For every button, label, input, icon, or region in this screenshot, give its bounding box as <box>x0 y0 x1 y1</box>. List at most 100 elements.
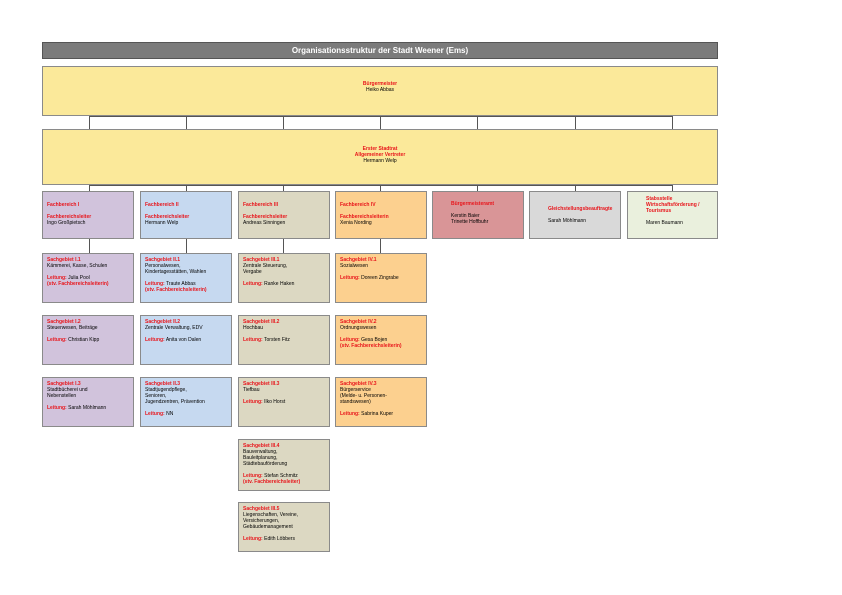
section-lead: Leitung: NN <box>145 411 174 417</box>
department-title: Fachbereich IV <box>340 202 376 208</box>
section-title: Sachgebiet II.3 <box>145 381 181 387</box>
section-desc: Stadtjugendpflege, Senioren, Jugendzentr… <box>145 387 205 405</box>
department-title: Fachbereich III <box>243 202 279 208</box>
section-lead-extra: (stv. Fachbereichsleiterin) <box>145 287 207 293</box>
staff-name: Trinette Hoffbuhr <box>451 219 489 225</box>
section-box-s1-1: Sachgebiet I.1 Kämmerei, Kasse, Schulen … <box>42 253 134 303</box>
section-desc: Tiefbau <box>243 387 260 393</box>
section-title: Sachgebiet I.3 <box>47 381 81 387</box>
department-title: Fachbereich I <box>47 202 80 208</box>
deputy-role-general: Allgemeiner Vertreter <box>354 152 406 158</box>
section-lead: Leitung: Torsten Fitz <box>243 337 290 343</box>
section-title: Sachgebiet III.1 <box>243 257 280 263</box>
section-box-s1-2: Sachgebiet I.2 Steuerwesen, Beiträge Lei… <box>42 315 134 365</box>
department-title: Stabsstelle <box>646 196 673 202</box>
section-desc: Ordnungswesen <box>340 325 377 331</box>
department-lead-name: Ingo Großpietsch <box>47 220 86 226</box>
mayor-name: Heiko Abbas <box>365 87 395 93</box>
section-box-s2-1: Sachgebiet II.1 Personalwesen, Kindertag… <box>140 253 232 303</box>
section-title: Sachgebiet III.2 <box>243 319 280 325</box>
section-title: Sachgebiet II.1 <box>145 257 181 263</box>
department-box-fb1: Fachbereich I Fachbereichsleiter Ingo Gr… <box>42 191 134 239</box>
department-lead-role: Fachbereichsleiterin <box>340 214 389 220</box>
section-title: Sachgebiet I.1 <box>47 257 81 263</box>
section-lead: Leitung: Gesa Bojen <box>340 337 388 343</box>
section-box-s3-3: Sachgebiet III.3 Tiefbau Leitung: Ilko H… <box>238 377 330 427</box>
connector-line <box>186 185 187 191</box>
section-desc: Bauverwaltung, Bauleitplanung, Städtebau… <box>243 449 288 467</box>
section-lead: Leitung: Edith Löbbers <box>243 536 295 542</box>
connector-line <box>89 239 90 253</box>
connector-line <box>672 116 673 129</box>
section-lead: Leitung: Sarah Möhlmann <box>47 405 107 411</box>
section-desc: Liegenschaften, Vereine, Versicherungen,… <box>243 512 299 530</box>
department-box-fb3: Fachbereich III Fachbereichsleiter Andre… <box>238 191 330 239</box>
section-title: Sachgebiet II.2 <box>145 319 181 325</box>
section-lead-extra: (stv. Fachbereichsleiter) <box>243 479 301 485</box>
department-title: Bürgermeisteramt <box>451 201 495 207</box>
section-lead-extra: (stv. Fachbereichsleiterin) <box>47 281 109 287</box>
section-lead-extra: (stv. Fachbereichsleiterin) <box>340 343 402 349</box>
department-lead-name: Xenia Nording <box>340 220 372 226</box>
section-lead: Leitung: Christian Kipp <box>47 337 100 343</box>
section-box-s2-3: Sachgebiet II.3 Stadtjugendpflege, Senio… <box>140 377 232 427</box>
connector-line <box>283 185 284 191</box>
section-box-s2-2: Sachgebiet II.2 Zentrale Verwaltung, EDV… <box>140 315 232 365</box>
connector-line <box>672 185 673 191</box>
section-desc: Zentrale Verwaltung, EDV <box>145 325 203 331</box>
section-title: Sachgebiet IV.2 <box>340 319 377 325</box>
connector-line <box>380 116 381 129</box>
connector-line <box>380 239 381 253</box>
section-lead: Leitung: Ranke Haken <box>243 281 295 287</box>
deputy-role: Erster Stadtrat <box>362 146 398 152</box>
section-title: Sachgebiet IV.1 <box>340 257 377 263</box>
mayor-role: Bürgermeister <box>362 81 398 87</box>
section-desc: Steuerwesen, Beiträge <box>47 325 98 331</box>
org-chart-title: Organisationsstruktur der Stadt Weener (… <box>42 42 718 59</box>
staff-name: Maren Baumann <box>646 220 683 226</box>
connector-line <box>283 116 284 129</box>
connector-line <box>575 185 576 191</box>
deputy-name: Hermann Welp <box>363 158 397 164</box>
department-title: Fachbereich II <box>145 202 179 208</box>
section-box-s3-2: Sachgebiet III.2 Hochbau Leitung: Torste… <box>238 315 330 365</box>
section-title: Sachgebiet III.5 <box>243 506 280 512</box>
section-desc: Zentrale Steuerung, Vergabe <box>243 263 288 275</box>
connector-line <box>380 185 381 191</box>
section-title: Sachgebiet I.2 <box>47 319 81 325</box>
mayor-office-box: Bürgermeisteramt Kerstin Baier Trinette … <box>432 191 524 239</box>
connector-line <box>89 185 90 191</box>
department-lead-name: Hermann Welp <box>145 220 179 226</box>
section-lead: Leitung: Anita von Dalen <box>145 337 202 343</box>
section-lead: Leitung: Doreen Zingrabe <box>340 275 399 281</box>
connector-line <box>477 185 478 191</box>
department-lead-role: Fachbereichsleiter <box>145 214 190 220</box>
section-box-s4-1: Sachgebiet IV.1 Sozialwesen Leitung: Dor… <box>335 253 427 303</box>
section-box-s3-4: Sachgebiet III.4 Bauverwaltung, Bauleitp… <box>238 439 330 491</box>
section-box-s3-5: Sachgebiet III.5 Liegenschaften, Vereine… <box>238 502 330 552</box>
section-desc: Stadtbücherei und Nebenstellen <box>47 387 88 399</box>
section-desc: Bürgerservice (Melde- u. Personen- stand… <box>340 387 387 405</box>
connector-line <box>477 116 478 129</box>
department-title: Wirtschaftsförderung / <box>646 202 700 208</box>
connector-line <box>283 239 284 253</box>
department-box-fb2: Fachbereich II Fachbereichsleiter Herman… <box>140 191 232 239</box>
department-title: Gleichstellungsbeauftragte <box>548 206 613 212</box>
section-title: Sachgebiet III.3 <box>243 381 280 387</box>
deputy-box: Erster Stadtrat Allgemeiner Vertreter He… <box>42 129 718 185</box>
section-desc: Hochbau <box>243 325 264 331</box>
staff-unit-box: Stabsstelle Wirtschaftsförderung / Touri… <box>627 191 718 239</box>
department-lead-role: Fachbereichsleiter <box>243 214 288 220</box>
connector-line <box>186 239 187 253</box>
department-lead-role: Fachbereichsleiter <box>47 214 92 220</box>
section-lead: Leitung: Stefan Schmitz <box>243 473 298 479</box>
section-lead: Leitung: Sabrina Kuper <box>340 411 394 417</box>
section-desc: Sozialwesen <box>340 263 369 269</box>
staff-name: Kerstin Baier <box>451 213 480 219</box>
connector-line <box>186 116 187 129</box>
department-title: Tourismus <box>646 208 672 214</box>
staff-name: Sarah Möhlmann <box>548 218 587 224</box>
section-box-s4-3: Sachgebiet IV.3 Bürgerservice (Melde- u.… <box>335 377 427 427</box>
section-lead: Leitung: Traute Abbas <box>145 281 196 287</box>
department-lead-name: Andreas Sinningen <box>243 220 286 226</box>
